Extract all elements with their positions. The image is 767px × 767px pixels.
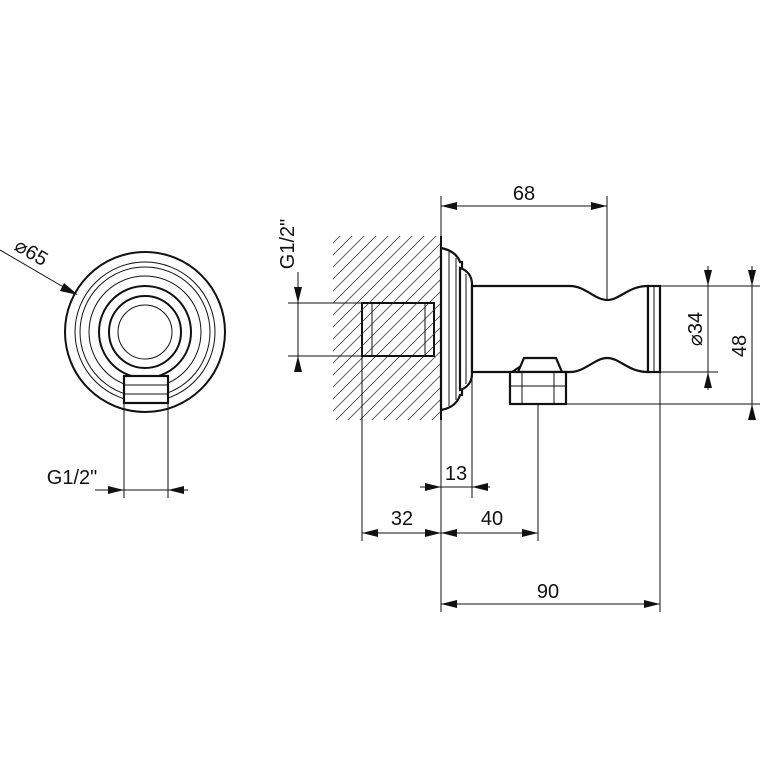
total-length-label: 90 <box>537 581 559 603</box>
dimension-arrow <box>441 529 457 537</box>
wall-hatch <box>333 236 441 420</box>
flange-depth-label: 13 <box>445 463 467 485</box>
front-ring-3 <box>88 275 202 389</box>
front-outer-circle <box>64 251 226 413</box>
dimension-arrow <box>362 529 378 537</box>
diameter-symbol: ⌀ <box>685 334 707 346</box>
front-thread-dimension: G1/2" <box>47 403 188 498</box>
wall-section <box>333 236 442 420</box>
dimension-arrow <box>748 404 756 420</box>
flange-depth-dimension: 13 <box>420 372 490 612</box>
outlet-neck <box>516 356 564 374</box>
front-outlet-nut <box>122 374 170 405</box>
front-diameter-dimension: ⌀65 <box>0 235 78 295</box>
side-holder-body <box>470 284 662 374</box>
outlet-offset-label: 40 <box>481 508 503 530</box>
diameter-leader <box>0 249 73 293</box>
overall-height-dimension: 48 <box>566 266 760 420</box>
dimension-arrow <box>294 287 302 303</box>
dimension-arrow <box>108 486 124 494</box>
outlet-offset-dimension: 40 <box>441 404 539 541</box>
dimension-arrow <box>294 356 302 372</box>
dimension-arrow <box>704 270 712 286</box>
dimension-arrow <box>644 600 660 608</box>
front-inner-bore <box>108 295 182 369</box>
dimension-arrow <box>441 600 457 608</box>
leader-arrow <box>60 283 78 295</box>
side-thread-label: G1/2" <box>277 219 299 269</box>
overall-depth-label: 68 <box>513 183 535 205</box>
front-view <box>64 251 226 413</box>
dimension-arrow <box>748 270 756 286</box>
wall-depth-dimension: 32 <box>361 356 441 541</box>
overall-depth-dimension: 68 <box>440 183 608 300</box>
diameter-label: ⌀65 <box>11 235 52 271</box>
dimension-arrow <box>441 202 457 210</box>
dimension-arrow <box>425 483 441 491</box>
outlet-nut <box>508 370 568 406</box>
holder-diameter-label: ⌀34 <box>685 312 707 346</box>
side-thread-dimension: G1/2" <box>277 219 362 372</box>
holder-shape <box>470 284 650 374</box>
holder-diameter-dimension: ⌀34 <box>660 266 718 390</box>
dimension-arrow <box>522 529 538 537</box>
dimension-arrow <box>704 372 712 388</box>
front-ring-4 <box>98 285 192 379</box>
front-thread-label: G1/2" <box>47 467 97 489</box>
dimension-arrow <box>591 202 607 210</box>
dimension-arrow <box>425 529 441 537</box>
flange-body <box>439 246 464 412</box>
threaded-pipe <box>361 302 435 357</box>
front-inner-ring <box>117 304 173 360</box>
overall-height-label: 48 <box>729 335 751 357</box>
wall-depth-label: 32 <box>391 508 413 530</box>
dimension-arrow <box>168 486 184 494</box>
holder-diameter-value: 34 <box>685 312 707 334</box>
dimension-arrow <box>472 483 488 491</box>
total-length-dimension: 90 <box>441 372 661 612</box>
side-flange <box>439 246 474 412</box>
side-outlet <box>508 356 568 406</box>
